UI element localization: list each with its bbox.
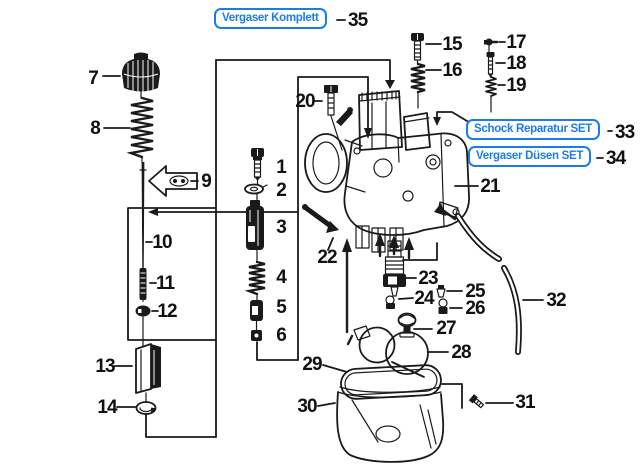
part-label-4: 4 xyxy=(276,267,287,288)
part-label-13: 13 xyxy=(95,356,115,377)
part-12-clip xyxy=(135,305,151,317)
part-label-30: 30 xyxy=(297,396,317,417)
part-label-11: 11 xyxy=(156,273,176,294)
part-label-33: 33 xyxy=(615,122,635,143)
part-label-32: 32 xyxy=(546,290,566,311)
part-label-16: 16 xyxy=(442,60,462,81)
part-3-plunger xyxy=(246,200,264,250)
assembly-arrows xyxy=(342,233,414,334)
part-2-washer xyxy=(244,183,268,195)
vergaser-komplett-button[interactable]: Vergaser Komplett xyxy=(214,8,327,30)
part-label-15: 15 xyxy=(442,34,463,55)
part-label-12: 12 xyxy=(157,301,177,322)
leader-lines xyxy=(102,19,613,408)
part-label-31: 31 xyxy=(515,392,536,413)
part-label-23: 23 xyxy=(418,268,438,289)
arrow-down-icon xyxy=(385,80,395,89)
part-31-screw xyxy=(468,394,485,409)
part-7-cap xyxy=(122,52,160,92)
carburetor-body xyxy=(304,90,470,253)
part-11-sleeve xyxy=(139,268,147,300)
part-32-hose xyxy=(434,203,522,355)
part-label-1: 1 xyxy=(276,157,287,178)
part-label-22: 22 xyxy=(317,247,337,268)
part-22-lever xyxy=(302,204,339,233)
part-6-nut xyxy=(251,330,262,341)
part-15-screw xyxy=(411,33,424,61)
part-label-27: 27 xyxy=(436,318,456,339)
part-label-21: 21 xyxy=(480,176,501,197)
part-30-float-bowl xyxy=(336,386,445,463)
part-label-24: 24 xyxy=(414,288,435,309)
arrow-down-icon xyxy=(364,128,372,139)
part-label-7: 7 xyxy=(88,68,98,89)
part-label-8: 8 xyxy=(90,118,100,139)
part-number-labels: 1 2 3 4 5 6 7 8 9 10 11 12 13 14 15 16 1… xyxy=(88,10,635,418)
part-25-jet xyxy=(436,285,446,298)
part-label-25: 25 xyxy=(465,281,486,302)
part-label-35: 35 xyxy=(348,10,369,31)
part-label-2: 2 xyxy=(276,180,286,201)
part-10-needle xyxy=(139,162,147,302)
part-label-3: 3 xyxy=(276,217,286,238)
connector-lines xyxy=(127,45,492,438)
part-26-jet xyxy=(438,298,448,314)
part-label-17: 17 xyxy=(506,32,526,53)
part-23-jet-assembly xyxy=(383,240,406,297)
part-16-spring xyxy=(410,62,426,94)
part-1-screw xyxy=(251,148,264,181)
part-13-throttle-slide xyxy=(135,343,161,394)
part-label-34: 34 xyxy=(606,148,627,169)
arrow-left-icon xyxy=(148,208,158,216)
part-label-26: 26 xyxy=(465,298,485,319)
part-label-6: 6 xyxy=(276,325,286,346)
schock-reparatur-set-button[interactable]: Schock Reparatur SET xyxy=(466,119,600,141)
part-5-sleeve xyxy=(250,300,263,321)
part-17-screw xyxy=(484,38,499,46)
part-18-adjusting-screw xyxy=(486,52,495,78)
part-9-clip-callout xyxy=(148,165,198,197)
part-label-28: 28 xyxy=(451,342,471,363)
part-label-5: 5 xyxy=(276,297,287,318)
part-label-19: 19 xyxy=(506,75,526,96)
part-19-spring xyxy=(485,76,497,97)
vergaser-duesen-set-button[interactable]: Vergaser Düsen SET xyxy=(468,146,592,168)
part-27-float-valve xyxy=(397,312,417,338)
part-24-jet xyxy=(385,295,395,309)
part-label-14: 14 xyxy=(97,397,118,418)
part-label-9: 9 xyxy=(201,171,211,192)
arrow-down-icon xyxy=(433,117,441,126)
part-4-spring xyxy=(244,260,266,296)
part-14-ring xyxy=(135,401,157,415)
part-label-18: 18 xyxy=(506,53,526,74)
part-8-spring xyxy=(126,96,154,159)
part-label-29: 29 xyxy=(302,354,322,375)
part-label-10: 10 xyxy=(152,232,172,253)
part-label-20: 20 xyxy=(295,91,315,112)
part-20-screw xyxy=(324,85,338,116)
